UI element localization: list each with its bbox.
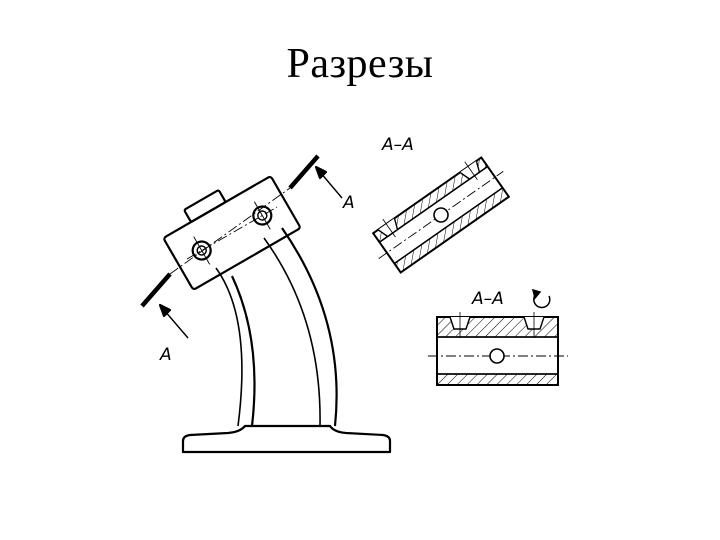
bracket-boss: [183, 189, 227, 223]
cut-label-top: A: [342, 193, 355, 213]
section-inclined: [371, 156, 511, 274]
slide-title: Разрезы: [286, 41, 434, 87]
bracket-right-leg: [281, 227, 338, 427]
cut-arrow-bottom: [163, 309, 189, 339]
cut-plane-top: [288, 154, 320, 190]
bracket-head: [163, 176, 301, 290]
bracket-main-view: [140, 154, 392, 454]
bracket-rib-inner: [263, 237, 321, 427]
cut-label-bottom: A: [159, 345, 172, 365]
bracket-rib: [215, 267, 243, 427]
section-rotated: [428, 312, 568, 386]
bracket-base: [181, 424, 392, 454]
section-rotated-label: A–A: [471, 289, 504, 309]
cut-plane-bottom: [140, 272, 172, 308]
rotation-symbol-icon: [531, 288, 551, 309]
cut-arrow-top: [319, 171, 343, 199]
bracket-left-leg: [231, 275, 256, 427]
section-inclined-label: A–A: [381, 135, 414, 155]
